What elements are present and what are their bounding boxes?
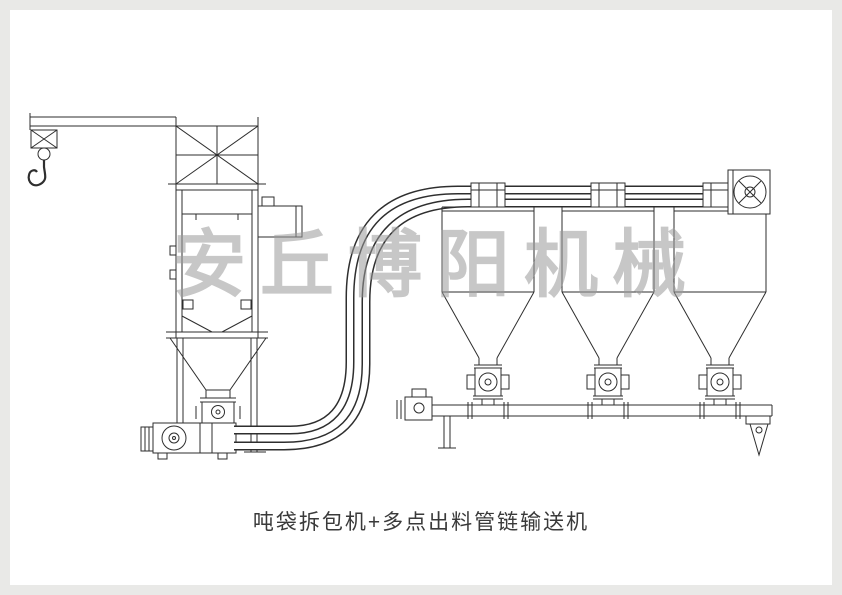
tower-rotary-valve — [196, 402, 240, 427]
drawing-canvas: 安丘博阳机械 吨袋拆包机+多点出料管链输送机 — [10, 10, 832, 585]
lifting-hook — [29, 130, 57, 185]
storage-hopper-1 — [441, 182, 535, 406]
storage-hopper-3 — [673, 182, 767, 406]
chain-tensioner — [746, 416, 770, 455]
conveyor-drive-housing — [141, 423, 236, 459]
storage-hopper-2 — [561, 182, 655, 406]
pipe-gear-motor — [397, 389, 432, 420]
conveyor-drive-unit — [728, 170, 770, 214]
technical-drawing — [10, 10, 832, 585]
bottom-discharge-pipe — [430, 402, 772, 448]
figure-caption: 吨袋拆包机+多点出料管链输送机 — [252, 511, 590, 534]
crane-jib — [30, 113, 176, 130]
side-dust-box — [258, 197, 302, 237]
pipe-chain-tubes — [234, 190, 728, 446]
unpacking-tower — [166, 117, 268, 452]
